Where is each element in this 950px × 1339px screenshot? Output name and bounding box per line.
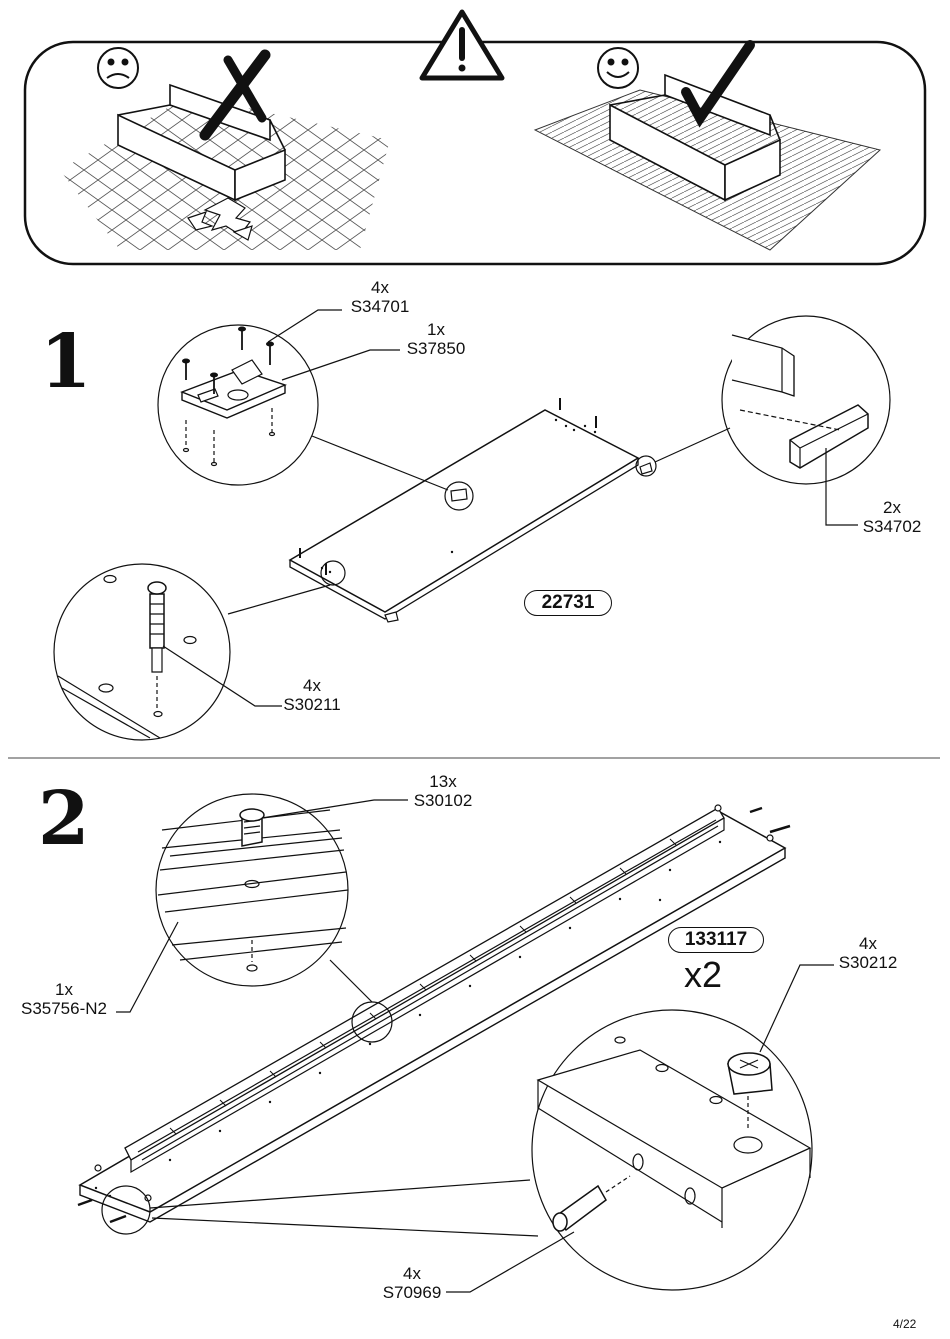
panel-code-133117: 133117 (668, 927, 764, 953)
qty-label: 4x (403, 1264, 421, 1283)
callout-s30212: 4x S30212 (828, 934, 908, 972)
callout-s30211: 4x S30211 (272, 676, 352, 714)
callout-s70969: 4x S70969 (372, 1264, 452, 1302)
qty-label: 4x (371, 278, 389, 297)
part-code: S37850 (406, 339, 466, 358)
detail-cam-dowel (53, 563, 231, 741)
part-code: S30102 (413, 791, 473, 810)
qty-label: 1x (427, 320, 445, 339)
callout-s34701: 4x S34701 (340, 278, 420, 316)
step2-drawing (77, 793, 834, 1293)
box-on-hard-floor (117, 83, 286, 202)
part-code: S34702 (862, 517, 922, 536)
damage-mark (187, 197, 253, 241)
callout-s30102: 13x S30102 (400, 772, 486, 810)
callout-s37850: 1x S37850 (396, 320, 476, 358)
part-code: S30212 (838, 953, 898, 972)
part-code: S70969 (382, 1283, 442, 1302)
qty-label: 1x (55, 980, 73, 999)
sad-face-icon (97, 47, 139, 89)
part-code: S35756-N2 (20, 999, 107, 1018)
qty-label: 13x (429, 772, 457, 791)
warning-triangle-icon (419, 9, 505, 81)
panel-multiplier: x2 (684, 954, 723, 995)
warning-panel (23, 9, 927, 266)
cross-mark-icon (199, 49, 271, 141)
page-number: 4/22 (893, 1317, 917, 1331)
panel-code-22731: 22731 (524, 590, 612, 616)
step-number-1: 1 (40, 319, 92, 405)
callout-s35756: 1x S35756-N2 (12, 980, 116, 1018)
happy-face-icon (597, 47, 639, 89)
qty-label: 2x (883, 498, 901, 517)
step1-drawing (53, 309, 891, 741)
step-number-2: 2 (38, 776, 90, 862)
callout-s34702: 2x S34702 (852, 498, 932, 536)
box-on-soft-floor (609, 73, 781, 202)
part-code: S30211 (283, 695, 341, 714)
part-code: S34701 (350, 297, 410, 316)
qty-label: 4x (859, 934, 877, 953)
panel-22731 (288, 409, 640, 613)
check-mark-icon (681, 40, 755, 128)
qty-label: 4x (303, 676, 321, 695)
